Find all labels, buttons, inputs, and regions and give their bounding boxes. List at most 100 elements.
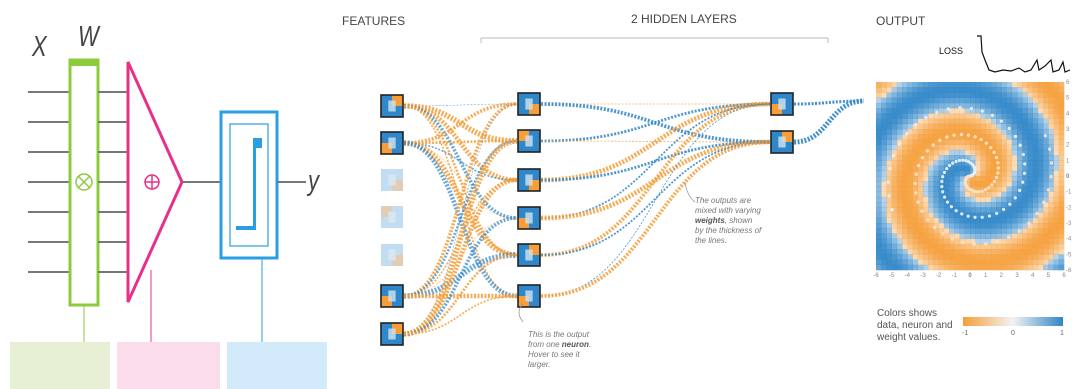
heatmap-cell (943, 176, 950, 182)
heatmap-cell (907, 212, 913, 219)
heatmap-cell (891, 87, 898, 93)
data-point (1046, 188, 1051, 192)
neuron-node[interactable] (381, 169, 403, 191)
heatmap-cell (980, 176, 986, 182)
heatmap-cell (1027, 196, 1033, 203)
heatmap-cell (959, 181, 966, 187)
heatmap-cell (902, 217, 908, 224)
heatmap-cell (928, 223, 934, 229)
heatmap-cell (1037, 155, 1044, 161)
heatmap-cell (943, 144, 950, 151)
heatmap-cell (1048, 254, 1054, 260)
heatmap-cell (1048, 87, 1054, 93)
heatmap-cell (876, 238, 882, 245)
heatmap-cell (876, 223, 882, 229)
neuron-pattern-center (525, 290, 533, 302)
heatmap-cell (943, 97, 950, 104)
neuron-node[interactable] (380, 322, 404, 346)
heatmap-cell (881, 212, 887, 219)
data-point (1018, 143, 1022, 147)
neuron-node[interactable] (517, 243, 541, 267)
heatmap-cell (896, 160, 903, 166)
heatmap-cell (938, 160, 945, 166)
neuron-node[interactable] (517, 284, 541, 308)
heatmap-cell (902, 181, 908, 187)
heatmap-cell (907, 165, 913, 172)
neuron-pattern-center (388, 100, 396, 112)
heatmap-cell (902, 160, 908, 166)
heatmap-cell (938, 223, 945, 229)
heatmap-cell (928, 87, 934, 93)
heatmap-cell (1058, 191, 1065, 198)
heatmap-cell (902, 165, 908, 172)
heatmap-cell (881, 181, 887, 187)
heatmap-cell (1017, 254, 1023, 260)
heatmap-cell (964, 165, 971, 172)
heatmap-cell (1011, 170, 1018, 177)
data-point (916, 200, 920, 204)
heatmap-cell (954, 118, 960, 125)
heatmap-cell (980, 186, 986, 192)
heatmap-cell (1001, 170, 1007, 177)
heatmap-cell (990, 212, 997, 219)
heatmap-cell (876, 202, 882, 208)
y-tick-label: -5 (1066, 252, 1072, 258)
neuron-pattern-center (388, 290, 396, 302)
legend-line1: Colors shows (877, 308, 938, 319)
neuron-node[interactable] (380, 94, 404, 118)
heatmap-cell (928, 254, 934, 260)
neuron-node[interactable] (770, 130, 794, 154)
heatmap-cell (881, 249, 887, 255)
heatmap-cell (928, 176, 934, 182)
heatmap-cell (886, 123, 892, 130)
neuron-node[interactable] (517, 206, 541, 230)
weight-link (540, 102, 771, 257)
heatmap-cell (917, 118, 924, 125)
neuron-node[interactable] (517, 129, 541, 153)
heatmap-cell (1022, 243, 1028, 250)
heatmap-cell (886, 108, 892, 114)
heatmap-cell (1006, 176, 1013, 182)
neuron-node[interactable] (380, 131, 404, 155)
data-point (966, 133, 971, 137)
weight-link (540, 101, 771, 183)
heatmap-cell (975, 165, 981, 172)
data-point (952, 133, 956, 137)
neuron-node[interactable] (380, 284, 404, 308)
heatmap-cell (907, 155, 913, 161)
output-title: OUTPUT (876, 14, 926, 28)
heatmap-cell (964, 87, 971, 93)
heatmap-cell (881, 139, 887, 145)
heatmap-cell (938, 134, 945, 140)
heatmap-cell (1058, 238, 1065, 245)
output-heatmap[interactable] (876, 82, 1065, 271)
heatmap-cell (912, 139, 919, 145)
heatmap-cell (970, 254, 976, 260)
heatmap-cell (933, 202, 939, 208)
heatmap-cell (896, 129, 903, 135)
neuron-node[interactable] (770, 92, 794, 116)
neuron-node[interactable] (381, 206, 403, 228)
heatmap-cell (1048, 264, 1054, 271)
heatmap-cell (943, 217, 950, 224)
heatmap-cell (876, 82, 882, 88)
heatmap-cell (1053, 82, 1060, 88)
heatmap-cell (917, 82, 924, 88)
data-point (940, 179, 944, 184)
heatmap-cell (907, 233, 913, 239)
heatmap-cell (896, 108, 903, 114)
heatmap-cell (1043, 228, 1049, 234)
neuron-node[interactable] (517, 92, 541, 116)
heatmap-cell (881, 228, 887, 234)
heatmap-cell (954, 97, 960, 104)
weight-link (403, 102, 518, 298)
heatmap-cell (1043, 212, 1049, 219)
data-point (945, 167, 949, 171)
heatmap-cell (970, 186, 976, 192)
heatmap-cell (985, 223, 992, 229)
heatmap-cell (876, 139, 882, 145)
neuron-node[interactable] (517, 168, 541, 192)
heatmap-cell (1027, 108, 1033, 114)
neuron-node[interactable] (381, 244, 403, 266)
heatmap-cell (990, 108, 997, 114)
